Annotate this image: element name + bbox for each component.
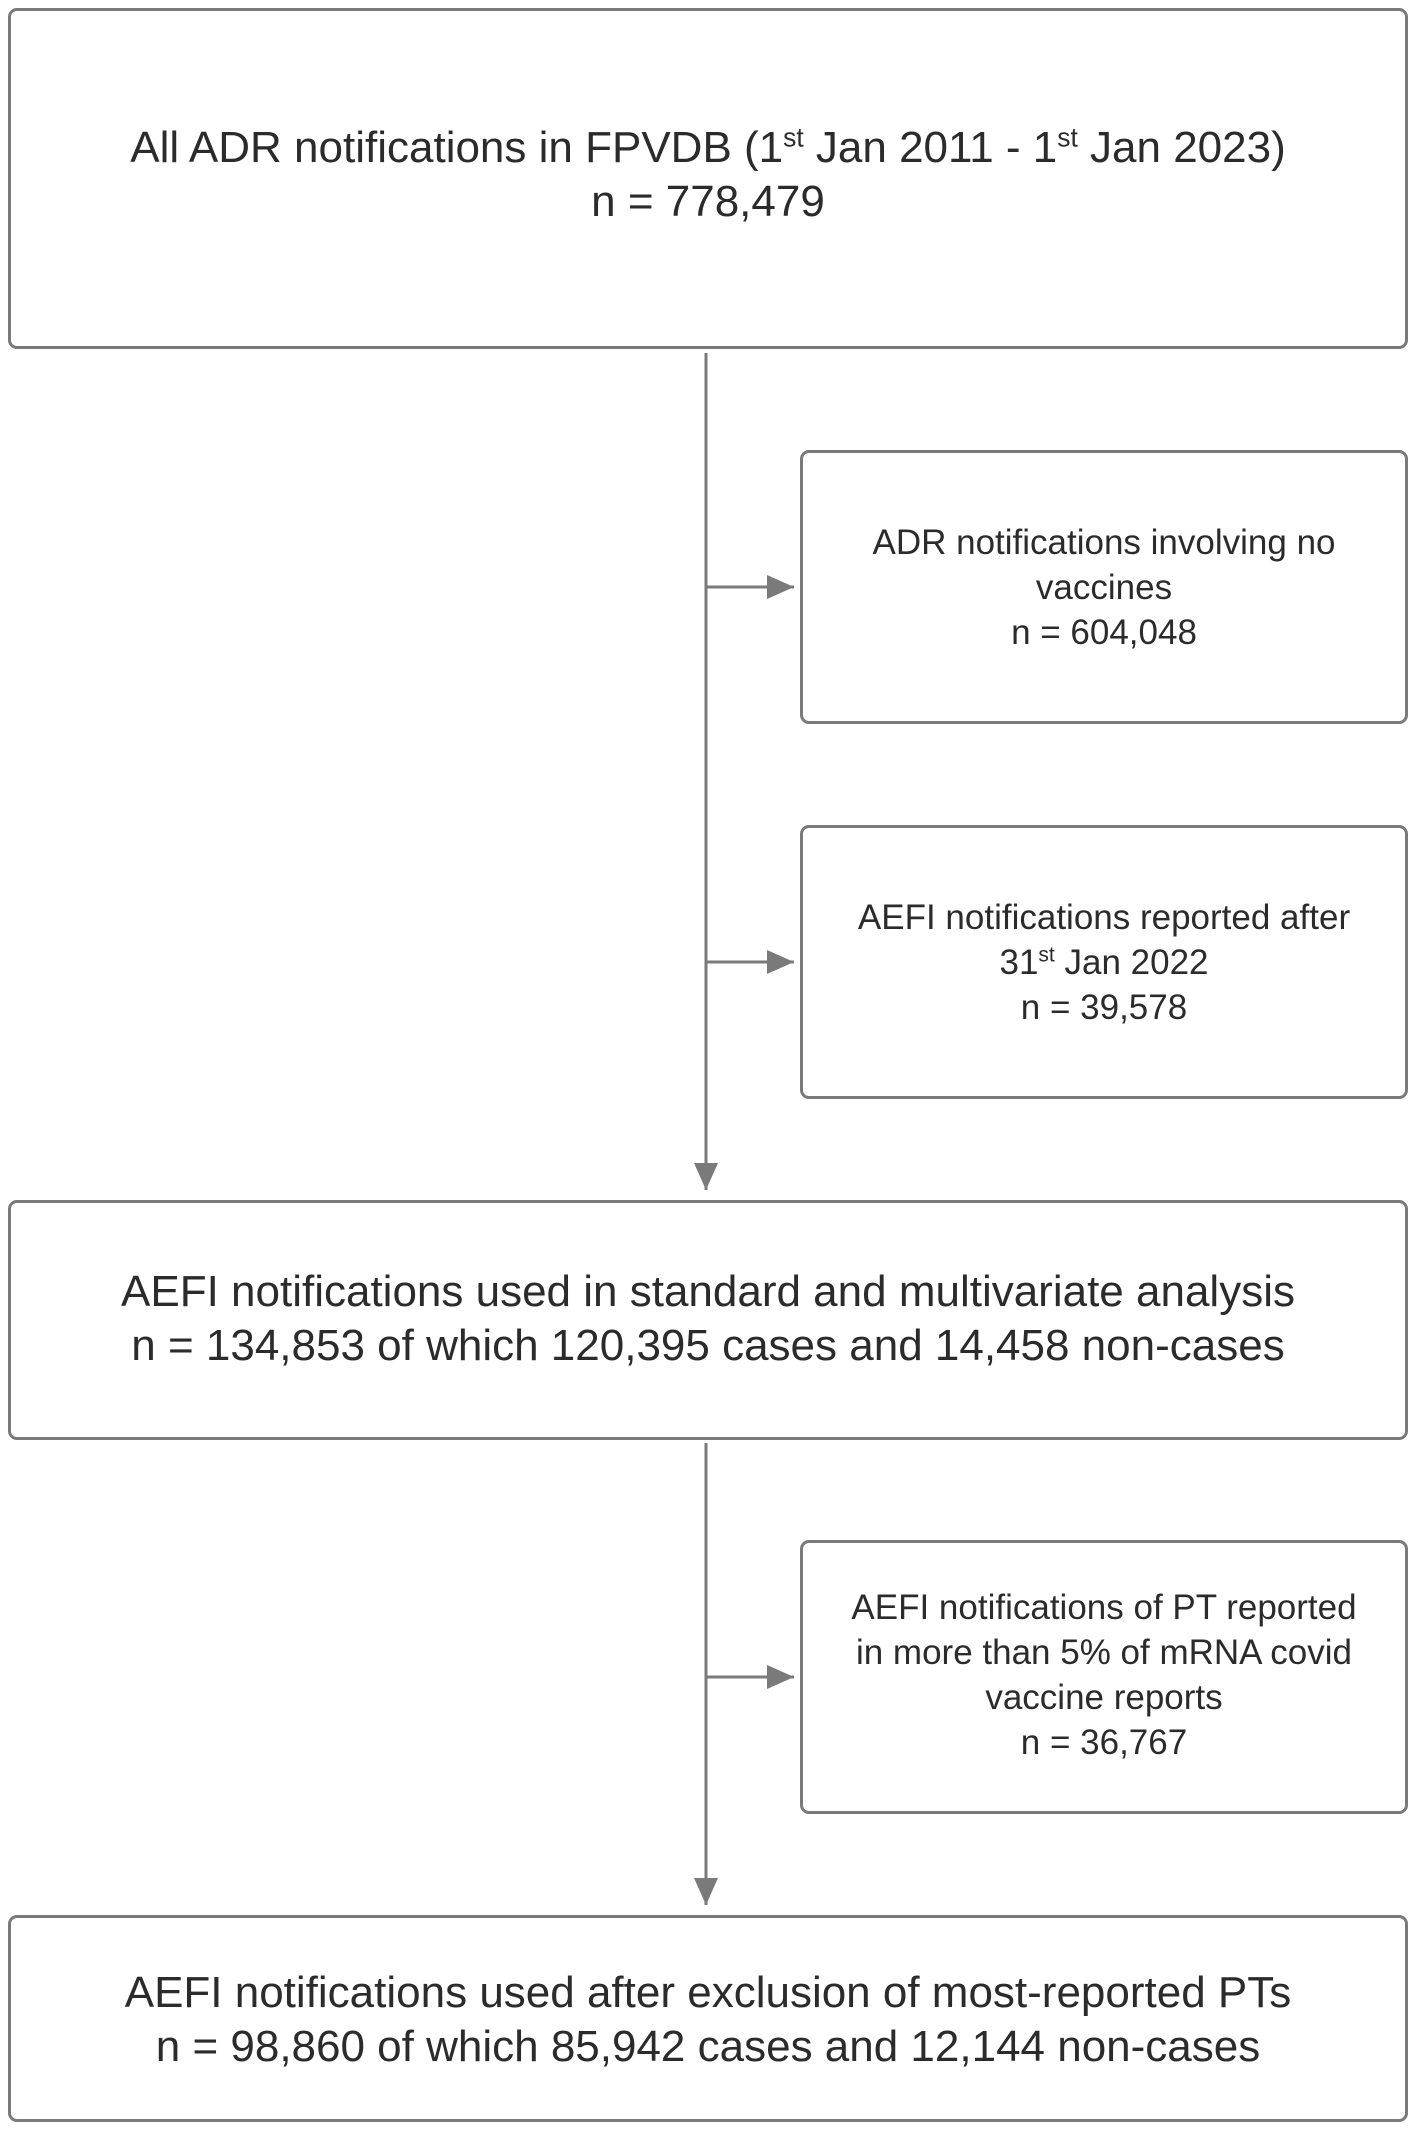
no-vaccines-count: n = 604,048 [1011, 613, 1197, 652]
after-jan2022-month-year: Jan 2022 [1054, 943, 1209, 982]
standard-analysis-line1: AEFI notifications used in standard and … [121, 1267, 1295, 1316]
final-analysis-line2: n = 98,860 of which 85,942 cases and 12,… [155, 2022, 1261, 2071]
after-jan2022-day: 31 [999, 943, 1039, 982]
all-adr-title: All ADR notifications in FPVDB (1st Jan … [130, 121, 1286, 175]
all-adr-title-part1: All ADR notifications in FPVDB (1 [130, 123, 784, 172]
all-adr-title-part3: Jan 2023) [1077, 123, 1286, 172]
box-after-jan2022: AEFI notifications reported after 31st J… [800, 825, 1408, 1099]
after-jan2022-line1: AEFI notifications reported after [857, 898, 1351, 937]
all-adr-title-part2: Jan 2011 - 1 [803, 123, 1058, 172]
pt-excluded-line3: vaccine reports [985, 1678, 1223, 1717]
after-jan2022-count: n = 39,578 [1020, 988, 1188, 1027]
pt-excluded-count: n = 36,767 [1020, 1723, 1188, 1762]
box-no-vaccines: ADR notifications involving no vaccines … [800, 450, 1408, 724]
all-adr-ordinal-1: st [783, 122, 804, 153]
final-analysis-line1: AEFI notifications used after exclusion … [124, 1968, 1292, 2017]
after-jan2022-line2: 31st Jan 2022 [999, 940, 1208, 985]
after-jan2022-ordinal: st [1038, 943, 1055, 967]
standard-analysis-line2: n = 134,853 of which 120,395 cases and 1… [131, 1321, 1285, 1370]
no-vaccines-line2: vaccines [1035, 568, 1173, 607]
box-standard-analysis: AEFI notifications used in standard and … [8, 1200, 1408, 1440]
box-final-analysis: AEFI notifications used after exclusion … [8, 1915, 1408, 2122]
all-adr-count: n = 778,479 [591, 177, 825, 226]
no-vaccines-line1: ADR notifications involving no [872, 523, 1336, 562]
box-all-adr-notifications: All ADR notifications in FPVDB (1st Jan … [8, 8, 1408, 349]
pt-excluded-line2: in more than 5% of mRNA covid [855, 1633, 1353, 1672]
all-adr-ordinal-2: st [1057, 122, 1078, 153]
box-pt-excluded: AEFI notifications of PT reported in mor… [800, 1540, 1408, 1814]
pt-excluded-line1: AEFI notifications of PT reported [851, 1588, 1357, 1627]
